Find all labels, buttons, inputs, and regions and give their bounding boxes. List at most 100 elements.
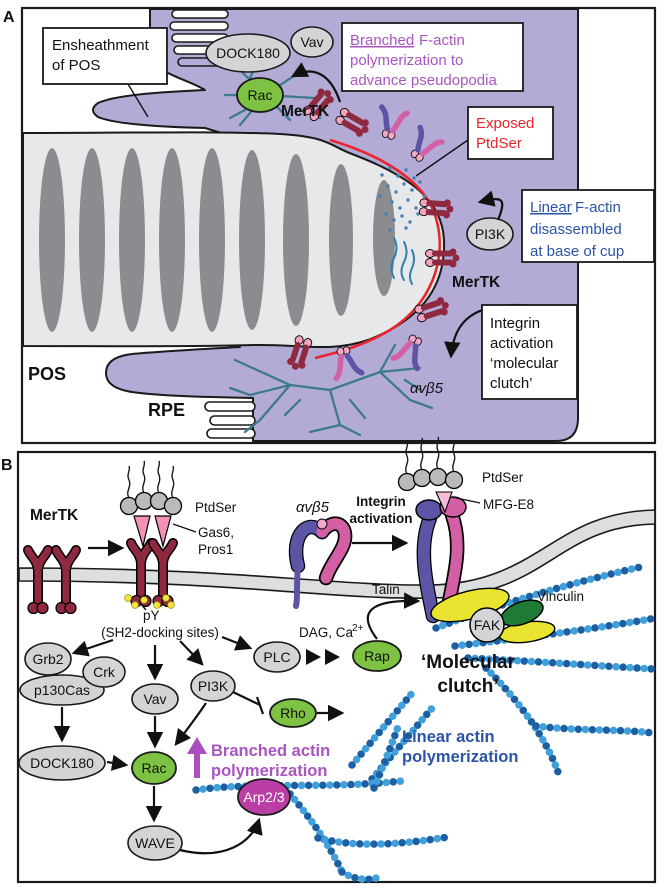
integrin-activation-label-1: Integrin	[356, 494, 406, 509]
node-p130cas-label: p130Cas	[34, 682, 90, 698]
node-wave-label: WAVE	[135, 835, 175, 851]
integrin-box-line1: Integrin	[490, 315, 540, 332]
pos-discs	[39, 148, 395, 332]
node-arp23-label: Arp2/3	[243, 789, 284, 805]
node-pi3k-a-label: PI3K	[475, 226, 506, 242]
node-vav-a-label: Vav	[300, 34, 323, 50]
panel-b-border	[16, 450, 657, 884]
py-dots	[124, 594, 175, 609]
talin-label: Talin	[372, 582, 400, 597]
node-plc	[253, 641, 301, 673]
py-label: pY	[143, 608, 160, 623]
ensheathment-box: Ensheathment of POS	[42, 27, 168, 118]
mfge8-wedge	[435, 491, 453, 514]
gas6-label-1: Gas6,	[198, 525, 234, 540]
node-p130cas	[19, 674, 105, 706]
adhesion-complex: FAK	[430, 587, 556, 644]
exposed-line2: PtdSer	[476, 135, 522, 152]
branched-line2: polymerization to	[350, 52, 463, 69]
node-rap	[352, 640, 402, 672]
integrin-activation-box: Integrin activation ‘molecular clutch’	[481, 304, 578, 400]
node-plc-label: PLC	[263, 649, 290, 665]
node-crk-label: Crk	[93, 664, 116, 680]
gas6-pointer	[172, 523, 197, 533]
panel-a: A	[3, 6, 657, 445]
node-fak-label: FAK	[474, 617, 501, 633]
panel-b: B MerTK	[1, 436, 657, 884]
integrin-box-line2: activation	[490, 335, 553, 352]
node-pi3k-b-label: PI3K	[198, 678, 229, 694]
node-rac-b-label: Rac	[142, 760, 167, 776]
mfge8-label: MFG-E8	[483, 497, 534, 512]
node-pi3k-a	[466, 217, 514, 251]
linear-actin-cup-base	[390, 237, 415, 285]
arrow-pi3k-to-disassembly	[477, 190, 504, 221]
node-rac-a	[236, 77, 284, 113]
molecular-clutch-line1: ‘Molecular	[421, 652, 516, 673]
integrin-box-line3: ‘molecular	[490, 355, 558, 372]
branched-factin-box: Branched F-actin polymerization to advan…	[341, 22, 524, 92]
node-vav-b-label: Vav	[143, 691, 166, 707]
node-rho-label: Rho	[280, 705, 306, 721]
exposed-ptdser-box: Exposed PtdSer	[415, 106, 554, 177]
arrow-mertk-to-rac	[290, 62, 342, 103]
node-crk	[82, 656, 126, 688]
linear-actin-label-2: polymerization	[402, 748, 518, 766]
branched-actin-label-1: Branched actin	[211, 742, 330, 760]
linear-line3: at base of cup	[530, 243, 624, 260]
sh2-label: (SH2-docking sites)	[101, 625, 219, 640]
vinculin-label: Vinculin	[537, 589, 584, 604]
node-fak	[469, 607, 505, 643]
branched-underlined: Branched	[350, 32, 414, 49]
exposed-line1: Exposed	[476, 115, 534, 132]
mertk-label-b: MerTK	[30, 507, 79, 524]
mertk-top-label: MerTK	[281, 103, 330, 120]
node-arp23	[237, 778, 291, 816]
ptdser-heads-right	[397, 436, 464, 492]
node-vav-b	[131, 683, 179, 715]
node-rap-label: Rap	[364, 648, 390, 664]
dag-ca-label: DAG, Ca	[299, 625, 354, 640]
branched-actin-bottom	[228, 343, 434, 437]
integrin-activation-label-2: activation	[349, 511, 412, 526]
node-wave	[127, 825, 183, 861]
branched-actin-label-2: polymerization	[211, 762, 327, 780]
branched-up-arrow	[187, 737, 207, 778]
node-vav-a	[290, 26, 334, 58]
node-grb2	[24, 642, 72, 676]
ensheathment-line1: Ensheathment	[52, 37, 150, 54]
ptdser-right-label: PtdSer	[482, 470, 524, 485]
plc-double-arrow	[306, 649, 340, 665]
branched-line3: advance pseudopodia	[350, 72, 497, 89]
integrin-box-line4: clutch’	[490, 375, 533, 392]
gas6-label-2: Pros1	[198, 542, 233, 557]
mfge8-pointer	[451, 496, 481, 504]
ptdser-heads-left	[119, 460, 183, 516]
node-rac-b	[131, 751, 177, 785]
panel-b-label: B	[1, 457, 13, 474]
pos-label: POS	[28, 364, 66, 384]
molecular-clutch-line2: clutch’	[437, 676, 498, 697]
mertk-mid-label: MerTK	[452, 274, 501, 291]
panel-a-label: A	[3, 9, 15, 26]
branched-line1-rest: F-actin	[419, 32, 465, 49]
linear-line1-rest: F-actin	[575, 199, 621, 216]
gas6-wedge-1	[133, 515, 151, 549]
linear-factin-box: Linear F-actin disassembled at base of c…	[521, 189, 655, 263]
plasma-membrane	[18, 509, 656, 599]
cascade-arrows	[53, 592, 421, 855]
pi3k-inhibits-rho	[232, 691, 265, 715]
node-pi3k-b	[190, 670, 236, 702]
node-dock180-a	[205, 33, 291, 73]
node-dock180-a-label: DOCK180	[216, 45, 280, 61]
integrin-bent	[288, 516, 353, 609]
gas6-wedge-2	[154, 515, 172, 549]
dag-ca-sup: 2+	[352, 623, 364, 634]
avb5-label-a: αvβ5	[410, 380, 444, 397]
actin-monomer-dots	[378, 166, 428, 232]
linear-actin-label-1: Linear actin	[402, 728, 495, 746]
linear-line2: disassembled	[530, 221, 622, 238]
py-pointer	[139, 602, 147, 611]
node-dock180-b	[18, 745, 106, 781]
